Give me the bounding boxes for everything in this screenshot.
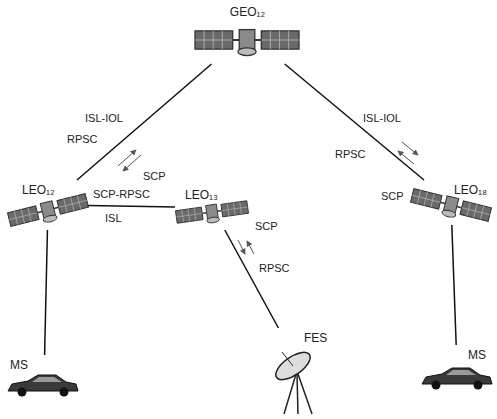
link-label: ISL-IOL bbox=[362, 112, 402, 125]
node-label: MS bbox=[10, 358, 28, 372]
node-label: LEO₁₂ bbox=[22, 183, 55, 197]
signal-label: SCP bbox=[380, 190, 405, 203]
signal-label: RPSC bbox=[334, 148, 367, 161]
satellite-node: LEO₁₂ bbox=[8, 180, 88, 230]
mobile-station: MS bbox=[8, 355, 80, 407]
link-line bbox=[77, 64, 212, 180]
signal-label: RPSC bbox=[66, 133, 99, 146]
link-line bbox=[452, 225, 456, 345]
node-label: MS bbox=[468, 348, 486, 362]
link-line bbox=[285, 64, 424, 180]
geo-satellite bbox=[195, 30, 299, 56]
satellite-node: LEO₁₃ bbox=[175, 185, 250, 230]
mobile-station: MS bbox=[422, 345, 492, 390]
signal-label: RPSC bbox=[258, 262, 291, 275]
signal-label: SCP bbox=[254, 220, 279, 233]
dish-antenna bbox=[271, 347, 314, 414]
node-label: GEO₁₂ bbox=[230, 5, 265, 19]
link-label: ISL bbox=[104, 212, 123, 225]
node-label: LEO₁₃ bbox=[185, 188, 218, 202]
signal-label: SCP bbox=[142, 170, 167, 183]
node-label: FES bbox=[304, 331, 327, 345]
signal-label: SCP-RPSC bbox=[92, 188, 151, 201]
link-line bbox=[225, 230, 279, 328]
node-label: LEO₁₈ bbox=[454, 183, 487, 197]
car-icon bbox=[8, 375, 78, 397]
link-line bbox=[45, 230, 48, 355]
satellite-node: LEO₁₈ bbox=[410, 180, 492, 225]
earth-station: FES bbox=[270, 328, 335, 416]
link-label: ISL-IOL bbox=[84, 112, 124, 125]
car-icon bbox=[422, 368, 492, 390]
signal-arrows bbox=[118, 142, 418, 254]
leo-satellite bbox=[7, 193, 89, 232]
link-line bbox=[88, 206, 175, 207]
leo-satellite bbox=[175, 200, 249, 228]
satellite-node: GEO₁₂ bbox=[200, 2, 295, 64]
